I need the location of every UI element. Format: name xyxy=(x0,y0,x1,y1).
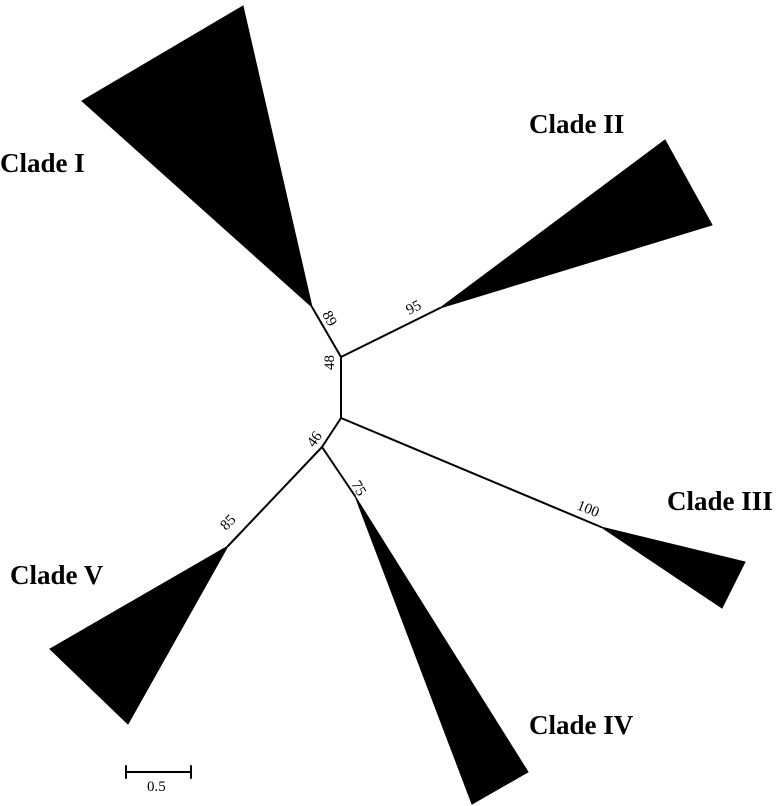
clade-IV-wedge xyxy=(354,495,529,805)
clade-III-wedge xyxy=(600,526,746,609)
clade-IV-label: Clade IV xyxy=(529,710,634,740)
support-clade-V: 85 xyxy=(218,512,240,534)
branch-to-clade-I xyxy=(311,306,342,358)
clade-I-wedge xyxy=(81,5,313,309)
support-clade-I: 89 xyxy=(318,308,339,329)
branch-to-clade-II xyxy=(340,307,441,358)
scale-bar-label: 0.5 xyxy=(147,779,166,795)
scale-bar: 0.5 xyxy=(125,765,192,795)
clade-V-wedge xyxy=(49,544,230,725)
support-clade-III: 100 xyxy=(575,498,602,521)
clade-II-label: Clade II xyxy=(529,109,624,139)
support-clade-IV: 75 xyxy=(348,478,369,499)
clade-labels: Clade I Clade II Clade III Clade IV Clad… xyxy=(0,109,773,740)
branch-to-clade-IV xyxy=(321,446,356,497)
branch-to-lower-node xyxy=(321,417,342,448)
branch-to-clade-V xyxy=(227,446,323,547)
clade-wedges xyxy=(49,5,746,805)
support-clade-II: 95 xyxy=(404,297,425,318)
clade-III-label: Clade III xyxy=(667,486,773,516)
clade-II-wedge xyxy=(439,139,713,309)
support-upper-node: 48 xyxy=(322,355,338,370)
support-values: 89 95 100 75 85 48 46 xyxy=(218,297,602,533)
clade-I-label: Clade I xyxy=(0,148,85,178)
tree-branches xyxy=(227,306,602,547)
branch-to-clade-III xyxy=(340,417,602,528)
clade-V-label: Clade V xyxy=(10,560,104,590)
